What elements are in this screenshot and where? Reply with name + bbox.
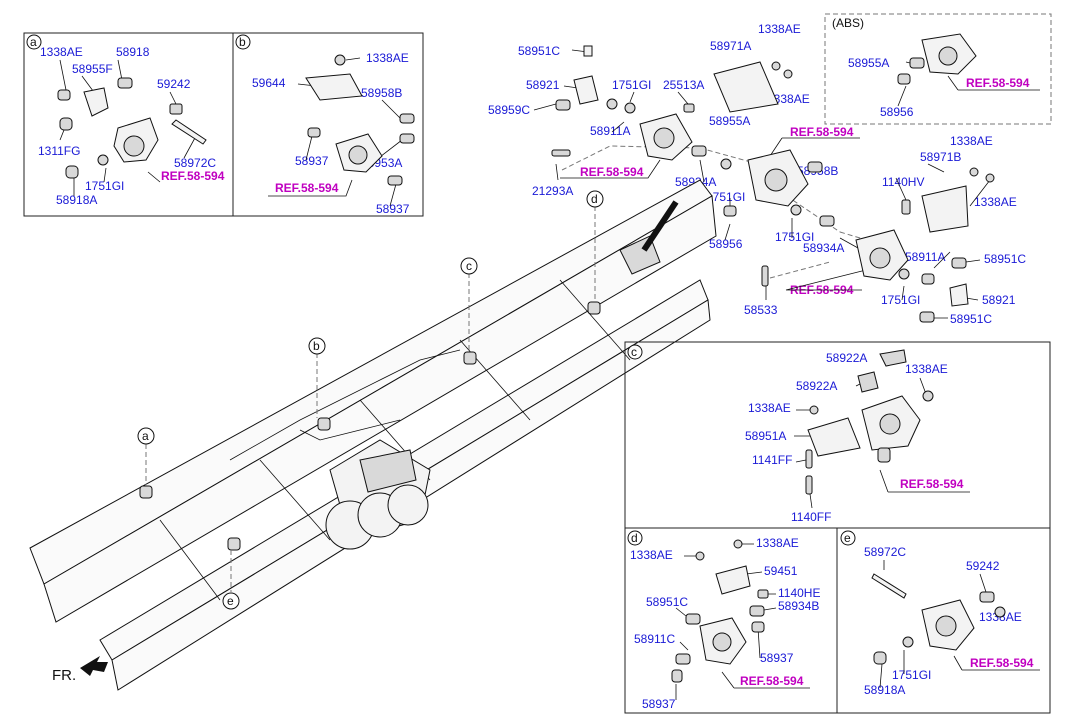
panel-d: d 1338AE 1338AE 59451 1140HE 58951C 5893… <box>624 527 838 714</box>
part-number-label: 58971B <box>920 150 961 164</box>
part-number-label: 58934A <box>803 241 844 255</box>
part-number-label: 58937 <box>760 651 794 665</box>
part-number-label: 58918 <box>116 45 150 59</box>
part-number-label: 58971A <box>710 39 751 53</box>
part-number-label: 59644 <box>252 76 286 90</box>
part-number-label: 58922A <box>826 351 867 365</box>
callout-d: d <box>591 192 598 206</box>
part-number-label: 58951A <box>745 429 786 443</box>
part-number-label: 59451 <box>764 564 798 578</box>
part-number-label: 1338AE <box>950 134 993 148</box>
main-assembly: 1338AE 58951C 58971A 58921 1751GI 25513A… <box>488 22 1026 326</box>
panel-c-letter: c <box>631 345 637 359</box>
part-number-label: 58955F <box>72 62 113 76</box>
part-number-label: 59242 <box>966 559 1000 573</box>
part-number-label: 1311FG <box>38 144 80 158</box>
panel-e-letter: e <box>844 531 851 545</box>
part-number-label: 58951C <box>518 44 560 58</box>
reference-label: REF.58-594 <box>740 674 804 688</box>
part-number-label: 58956 <box>709 237 743 251</box>
chassis-frame <box>29 179 717 691</box>
part-number-label: 58958B <box>361 86 402 100</box>
callout-a: a <box>142 429 149 443</box>
part-number-label: 58951C <box>984 252 1026 266</box>
front-direction-indicator: FR. <box>52 656 108 684</box>
part-number-label: 58921 <box>982 293 1016 307</box>
reference-label: REF.58-594 <box>970 656 1034 670</box>
part-number-label: 1751GI <box>892 668 931 682</box>
part-number-label: 1338AE <box>40 45 83 59</box>
panel-a: a 1338AE 58918 58955F 59242 1311FG 58972… <box>23 32 234 217</box>
panel-e: e 58972C 59242 1338AE 1751GI 58918A REF.… <box>836 527 1051 714</box>
part-number-label: 58911A <box>590 124 630 138</box>
part-number-label: 1140HE <box>778 586 820 600</box>
callout-e: e <box>227 594 234 608</box>
part-number-label: 58921 <box>526 78 560 92</box>
part-number-label: 58955A <box>848 56 889 70</box>
part-number-label: 58959C <box>488 103 530 117</box>
part-number-label: 58918A <box>56 193 97 207</box>
callout-b: b <box>313 339 320 353</box>
part-number-label: 58972C <box>174 156 216 170</box>
part-number-label: 58937 <box>376 202 410 216</box>
panel-b: b 1338AE 59644 58958B 58937 58953A 58937… <box>232 32 424 217</box>
part-number-label: 1338AE <box>758 22 801 36</box>
part-number-label: 1751GI <box>881 293 920 307</box>
reference-label: REF.58-594 <box>580 165 644 179</box>
part-number-label: 58533 <box>744 303 778 317</box>
part-number-label: 1141FF <box>752 453 792 467</box>
panel-d-letter: d <box>631 531 638 545</box>
part-number-label: 1751GI <box>612 78 651 92</box>
part-number-label: 21293A <box>532 184 573 198</box>
reference-label: REF.58-594 <box>900 477 964 491</box>
part-number-label: 58911C <box>634 632 675 646</box>
reference-label: REF.58-594 <box>161 169 225 183</box>
callout-c: c <box>466 259 472 273</box>
part-number-label: 1338AE <box>366 51 409 65</box>
part-number-label: 59242 <box>157 77 191 91</box>
part-number-label: 25513A <box>663 78 704 92</box>
part-number-label: 1140HV <box>882 175 924 189</box>
part-number-label: 1751GI <box>706 190 745 204</box>
part-number-label: 58951C <box>646 595 688 609</box>
part-number-label: 58934B <box>778 599 819 613</box>
part-number-label: 1751GI <box>775 230 814 244</box>
part-number-label: 1338AE <box>756 536 799 550</box>
reference-label: REF.58-594 <box>966 76 1030 90</box>
part-number-label: 58937 <box>295 154 329 168</box>
part-number-label: 58956 <box>880 105 914 119</box>
part-number-label: 58955A <box>709 114 750 128</box>
front-label: FR. <box>52 667 76 684</box>
part-number-label: 1338AE <box>630 548 673 562</box>
panel-abs: (ABS) 58955A 58956 REF.58-594 <box>824 13 1052 125</box>
abs-title: (ABS) <box>832 16 864 30</box>
part-number-label: 58937 <box>642 697 676 711</box>
part-number-label: 1338AE <box>974 195 1017 209</box>
part-number-label: 58972C <box>864 545 906 559</box>
part-number-label: 1140FF <box>791 510 831 524</box>
front-arrow-icon <box>80 656 108 676</box>
chassis-callouts: a b c d e <box>137 190 604 610</box>
panel-a-letter: a <box>30 35 37 49</box>
part-number-label: 1338AE <box>905 362 948 376</box>
reference-label: REF.58-594 <box>275 181 339 195</box>
reference-label: REF.58-594 <box>790 125 854 139</box>
panel-b-letter: b <box>239 35 246 49</box>
part-number-label: 58951C <box>950 312 992 326</box>
panel-c: c 58922A 58922A 1338AE 1338AE 58951A 114… <box>624 341 1051 529</box>
part-number-label: 58911A <box>905 250 945 264</box>
part-number-label: 1338AE <box>748 401 791 415</box>
part-number-label: 58918A <box>864 683 905 697</box>
part-number-label: 1751GI <box>85 179 124 193</box>
part-number-label: 58922A <box>796 379 837 393</box>
